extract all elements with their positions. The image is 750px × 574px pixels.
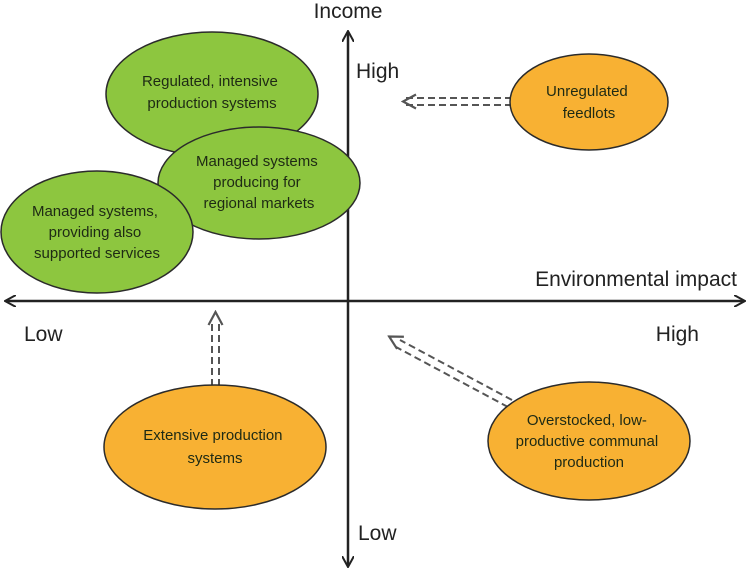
ellipse-regional xyxy=(157,126,361,240)
arrow-overstocked xyxy=(390,337,513,408)
y-high-label: High xyxy=(356,60,399,83)
label-supported: Managed systems, providing also supporte… xyxy=(32,203,162,262)
x-high-label: High xyxy=(656,323,699,346)
arrow-feedlots xyxy=(404,98,512,105)
ellipse-extensive xyxy=(103,384,327,510)
label-regulated: Regulated, intensive production systems xyxy=(142,73,282,112)
y-low-label: Low xyxy=(358,522,397,545)
ellipse-feedlots xyxy=(509,53,669,151)
label-extensive: Extensive production systems xyxy=(143,427,286,467)
label-feedlots: Unregulated feedlots xyxy=(546,83,632,122)
x-axis-title: Environmental impact xyxy=(535,268,737,291)
ellipse-overstocked xyxy=(487,381,691,501)
x-low-label: Low xyxy=(24,323,63,346)
label-regional: Managed systems producing for regional m… xyxy=(196,153,322,212)
ellipse-supported xyxy=(0,170,194,294)
label-overstocked: Overstocked, low- productive communal pr… xyxy=(516,412,663,471)
arrow-extensive xyxy=(212,313,219,386)
y-axis-title: Income xyxy=(314,0,383,23)
